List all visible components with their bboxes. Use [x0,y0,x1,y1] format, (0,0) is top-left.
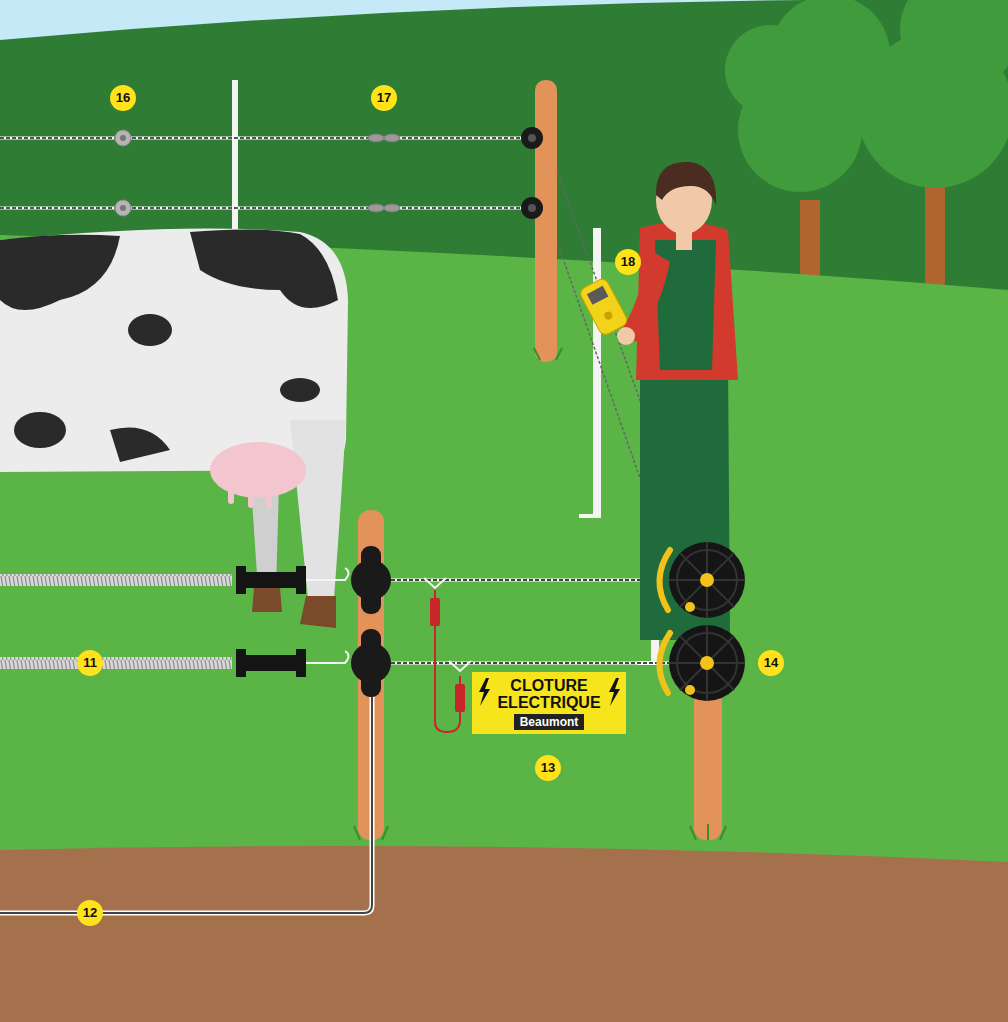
callout-number: 14 [758,650,784,676]
gate-spring [0,574,232,669]
warning-sign: CLOTURE ELECTRIQUE Beaumont [472,672,626,734]
gate-handle [236,566,306,677]
callout-number: 12 [77,900,103,926]
plastic-post [232,80,238,235]
wire-connector [368,134,400,212]
wire-reel [659,542,745,701]
callout-number: 18 [615,249,641,275]
plastic-post [579,228,601,518]
lower-wires [391,580,676,663]
trees [725,0,1008,290]
callout-number: 16 [110,85,136,111]
brand-name: Beaumont [514,714,585,730]
handle-hook [306,568,349,663]
insulator [521,127,543,219]
fence-tester [578,277,629,337]
callout-number: 17 [371,85,397,111]
insulator [351,546,391,697]
underground-cable [0,697,372,913]
connection-cable [424,578,471,732]
lightning-bolt [477,678,491,706]
callout-number: 11 [77,650,103,676]
wire-tensioner [115,130,131,216]
lightning-bolt [607,678,621,706]
callout-number: 13 [535,755,561,781]
sign-text: CLOTURE ELECTRIQUE [497,677,600,711]
upper-wires [0,138,702,655]
wooden-post [535,80,557,362]
cow [0,228,348,628]
